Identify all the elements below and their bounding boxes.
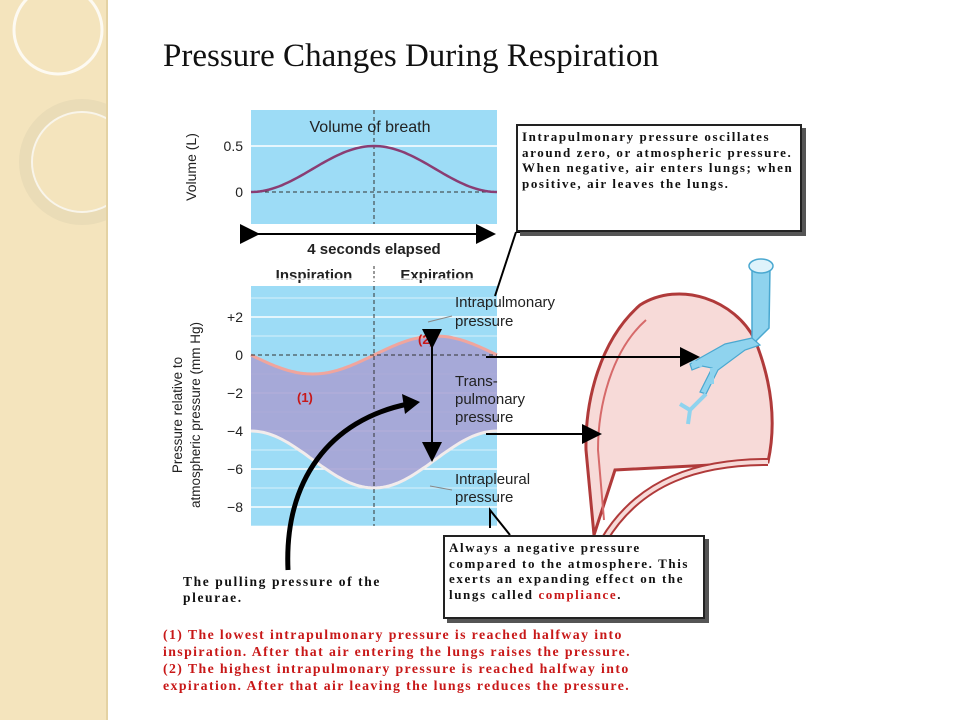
phase-label-expiration: Expiration	[400, 267, 473, 284]
callout-intrapleural-text: Always a negative pressure compared to t…	[449, 540, 690, 602]
volume-tick-0: 0	[235, 184, 243, 200]
intrapleural-pressure-curve	[250, 429, 498, 490]
callout-intrapulmonary-text: Intrapulmonary pressure oscillates aroun…	[522, 129, 794, 191]
pleura-arrow-head	[402, 394, 420, 414]
diaphragm-inner	[602, 460, 769, 542]
compliance-highlight: compliance	[538, 586, 618, 602]
footnote-line-4: expiration. After that air leaving the l…	[163, 678, 631, 693]
footnote-line-3: (2) The highest intrapulmonary pressure …	[163, 661, 630, 676]
label-trans-line2: pulmonary	[455, 391, 526, 408]
pressure-tick-minus8: −8	[227, 499, 243, 515]
trachea-opening	[748, 258, 774, 274]
label-trans-line3: pressure	[455, 409, 513, 426]
pressure-tick-minus2: −2	[227, 385, 243, 401]
trachea	[751, 267, 771, 347]
label-intrapulmonary-line2: pressure	[455, 313, 513, 330]
pressure-axis-label-line2: atmospheric pressure (mm Hg)	[188, 322, 203, 508]
page-title: Pressure Changes During Respiration	[163, 38, 659, 74]
pressure-tick-plus2: +2	[227, 309, 243, 325]
pressure-tick-0: 0	[235, 347, 243, 363]
lung-outer	[584, 292, 774, 536]
volume-chart-title: Volume of breath	[310, 119, 431, 136]
callout-intrapulmonary: Intrapulmonary pressure oscillates aroun…	[516, 124, 802, 232]
label-intrapleural-line2: pressure	[455, 489, 513, 506]
marker-1: (1)	[297, 390, 313, 405]
volume-tick-05: 0.5	[224, 138, 244, 154]
callout-top-pointer	[494, 231, 536, 297]
pleura-pull-arrow	[285, 401, 409, 571]
bronchiole-branch-1	[678, 392, 708, 425]
label-intrapleural-line1: Intrapleural	[455, 471, 530, 488]
marker-2: (2)	[418, 332, 434, 347]
lung-illustration	[584, 258, 774, 543]
volume-axis-label: Volume (L)	[183, 133, 199, 201]
elapsed-label: 4 seconds elapsed	[307, 241, 440, 258]
phase-label-inspiration: Inspiration	[276, 267, 353, 284]
label-intrapulmonary-line1: Intrapulmonary	[455, 294, 556, 311]
callout-bottom-pointer	[489, 507, 511, 536]
label-trans-line1: Trans-	[455, 373, 498, 390]
sidebar-divider	[106, 0, 108, 720]
footnote-line-1: (1) The lowest intrapulmonary pressure i…	[163, 627, 623, 642]
footnotes: (1) The lowest intrapulmonary pressure i…	[163, 626, 763, 694]
pressure-tick-minus6: −6	[227, 461, 243, 477]
pleura-note: The pulling pressure of the pleurae.	[183, 574, 381, 605]
volume-curve	[250, 144, 498, 194]
pressure-axis-label-line1: Pressure relative to	[170, 357, 185, 473]
callout-intrapleural-end: .	[617, 586, 623, 602]
pressure-tick-minus4: −4	[227, 423, 243, 439]
intrapleural-label-pointer	[429, 485, 453, 491]
footnote-line-2: inspiration. After that air entering the…	[163, 644, 631, 659]
pressure-ticks: +2 0 −2 −4 −6 −8	[227, 309, 243, 515]
callout-intrapleural: Always a negative pressure compared to t…	[443, 535, 705, 619]
intrapulmonary-label-pointer	[427, 315, 453, 323]
